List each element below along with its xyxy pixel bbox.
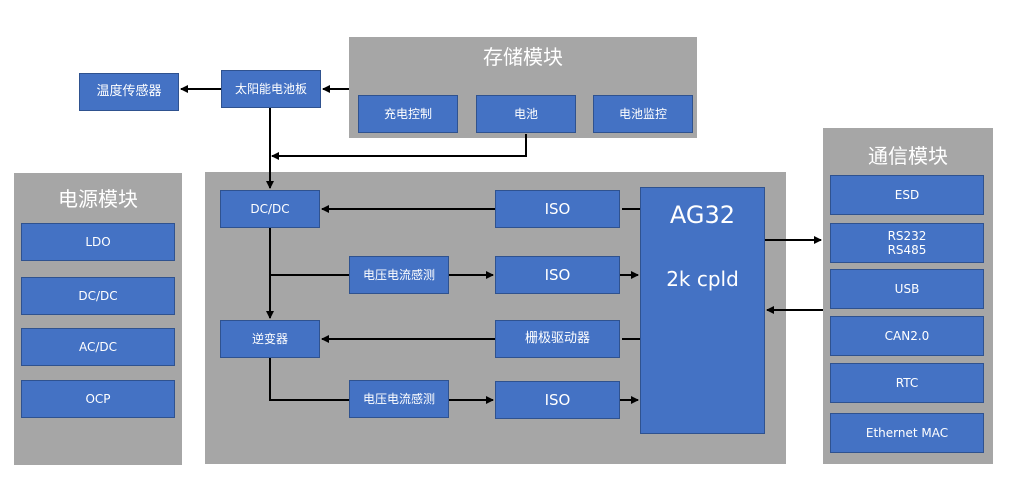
comm-module-panel: 通信模块 ESD RS232 RS485 USB CAN2.0 RTC Ethe…: [823, 128, 993, 464]
iso-block-3: ISO: [495, 381, 620, 419]
rtc-block: RTC: [830, 363, 984, 403]
voltage-current-sense-2: 电压电流感测: [349, 380, 449, 418]
comm-module-title: 通信模块: [868, 144, 948, 168]
ethernet-mac-block: Ethernet MAC: [830, 413, 984, 453]
solar-panel-block: 太阳能电池板: [221, 70, 321, 108]
dcdc-converter-block: DC/DC: [220, 190, 320, 228]
can-block: CAN2.0: [830, 316, 984, 356]
battery-block: 电池: [476, 95, 576, 133]
power-module-title: 电源模块: [58, 187, 138, 211]
usb-block: USB: [830, 269, 984, 309]
main-control-panel: DC/DC 逆变器 电压电流感测 电压电流感测 ISO ISO 栅极驱动器 IS…: [205, 172, 786, 464]
acdc-block: AC/DC: [21, 328, 175, 366]
ag32-core-block: AG32 2k cpld: [640, 187, 765, 434]
power-dcdc-block: DC/DC: [21, 277, 175, 315]
inverter-block: 逆变器: [220, 320, 320, 358]
gate-driver-block: 栅极驱动器: [495, 320, 620, 358]
ocp-block: OCP: [21, 380, 175, 418]
battery-monitor-block: 电池监控: [593, 95, 693, 133]
iso-block-2: ISO: [495, 256, 620, 294]
core-sub-label: 2k cpld: [666, 267, 739, 291]
esd-block: ESD: [830, 175, 984, 215]
storage-module-panel: 存储模块 充电控制 电池 电池监控: [349, 37, 697, 138]
voltage-current-sense-1: 电压电流感测: [349, 256, 449, 294]
wire-battery-to-main: [271, 134, 527, 160]
iso-block-1: ISO: [495, 190, 620, 228]
charge-control-block: 充电控制: [358, 95, 458, 133]
wire-inverter-to-sense2: [269, 358, 349, 401]
power-module-panel: 电源模块 LDO DC/DC AC/DC OCP: [14, 173, 182, 465]
rs232-rs485-block: RS232 RS485: [830, 223, 984, 263]
storage-module-title: 存储模块: [483, 45, 563, 69]
ldo-block: LDO: [21, 223, 175, 261]
temperature-sensor-block: 温度传感器: [79, 73, 179, 111]
